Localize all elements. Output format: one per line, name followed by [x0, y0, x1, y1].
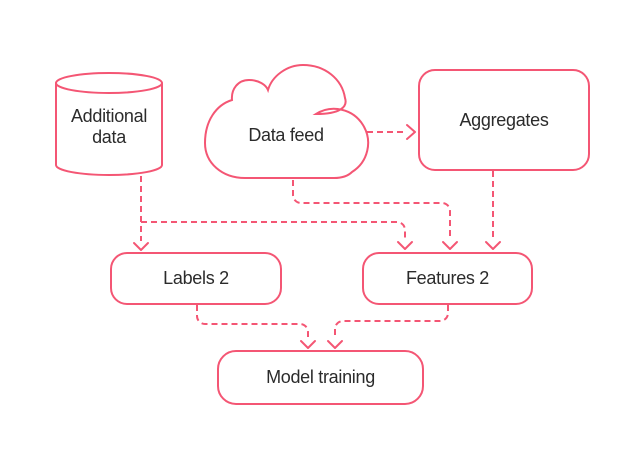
- edge-labels-2-to-model-training: [196, 305, 316, 349]
- arrowhead-down-icon: [485, 241, 501, 250]
- node-label-model-training: Model training: [266, 367, 375, 387]
- edge-data-feed-to-features-2: [292, 180, 458, 250]
- node-label-aggregates: Aggregates: [459, 109, 549, 130]
- arrowhead-down-icon: [397, 241, 413, 250]
- edge-additional-data-to-features-2: [141, 221, 413, 250]
- edge-data-feed-to-aggregates: [367, 124, 416, 140]
- node-label-additional-data: Additional data: [70, 106, 148, 147]
- cylinder-shape: [55, 83, 163, 176]
- edge-features-2-to-model-training: [327, 305, 449, 349]
- cylinder-top-rim: [55, 72, 163, 94]
- edge-line: [292, 180, 451, 240]
- node-label-labels-2: Labels 2: [163, 268, 229, 288]
- node-model-training: [217, 350, 424, 405]
- node-data-feed: [203, 63, 370, 179]
- cloud-shape: [203, 63, 370, 179]
- arrowhead-right-icon: [406, 124, 416, 140]
- arrowhead-down-icon: [300, 340, 316, 349]
- edge-aggregates-to-features-2: [485, 171, 501, 250]
- node-labels-2: [110, 252, 282, 305]
- arrowhead-down-icon: [327, 340, 343, 349]
- node-aggregates: [418, 69, 590, 171]
- edge-line: [334, 305, 449, 339]
- node-additional-data: [55, 72, 163, 176]
- arrowhead-down-icon: [442, 241, 458, 250]
- node-label-features-2: Features 2: [405, 268, 490, 288]
- edge-additional-data-to-labels-2: [133, 176, 149, 251]
- edge-line: [196, 305, 309, 339]
- node-features-2: [362, 252, 533, 305]
- edge-line: [141, 221, 406, 240]
- arrowhead-down-icon: [133, 242, 149, 251]
- node-label-data-feed: Data feed: [248, 124, 324, 145]
